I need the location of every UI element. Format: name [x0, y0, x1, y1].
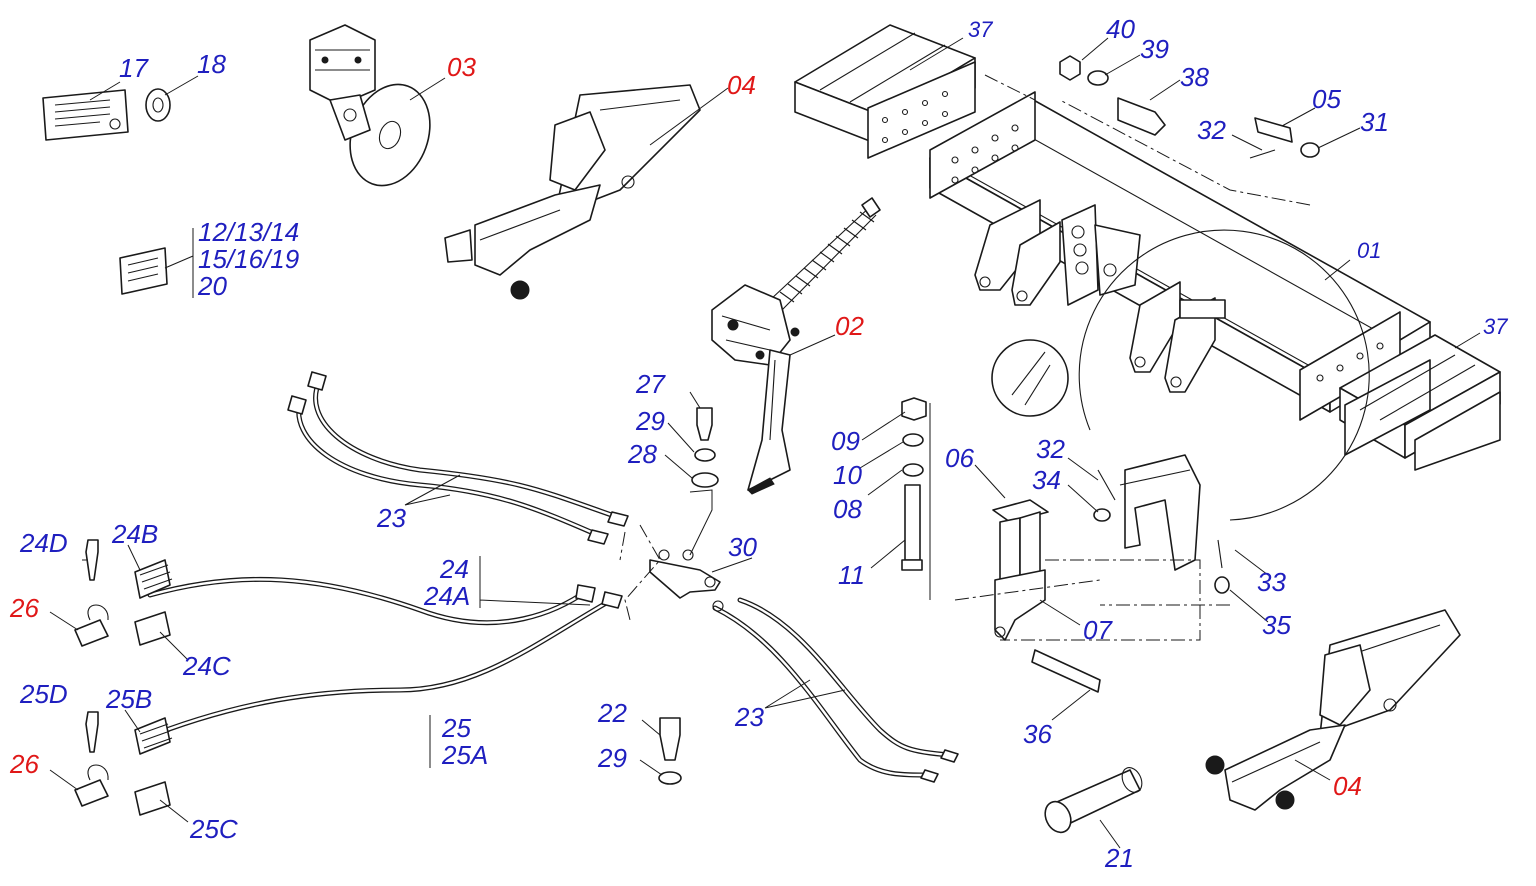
assembly-lines [619, 74, 1311, 641]
label-31: 31 [1360, 107, 1389, 137]
label-26-bottom: 26 [10, 749, 39, 779]
label-33: 33 [1257, 567, 1286, 597]
label-15-16-19: 15/16/19 [198, 244, 300, 274]
label-07: 07 [1083, 615, 1112, 645]
label-24a: 24A [424, 581, 471, 611]
label-01: 01 [1357, 238, 1382, 263]
label-27: 27 [636, 369, 665, 399]
label-05: 05 [1312, 84, 1341, 114]
label-24d: 24D [20, 528, 68, 558]
label-32-top: 32 [1197, 115, 1226, 145]
plugs-drawing [658, 407, 1143, 834]
label-24c: 24C [183, 651, 231, 681]
label-12-13-14: 12/13/14 [198, 217, 300, 247]
label-25a: 25A [442, 740, 489, 770]
label-34: 34 [1032, 465, 1061, 495]
label-35: 35 [1262, 610, 1291, 640]
label-29-bottom: 29 [598, 743, 627, 773]
label-21: 21 [1105, 843, 1134, 873]
label-25: 25 [442, 713, 471, 743]
end-bracket-right-drawing [1339, 334, 1501, 471]
label-25d: 25D [20, 679, 68, 709]
small-parts-top-left [42, 88, 171, 295]
label-37-left: 37 [968, 17, 993, 42]
pin-hardware-drawing [1059, 55, 1320, 159]
label-38: 38 [1180, 62, 1209, 92]
label-18: 18 [197, 49, 226, 79]
label-29-top: 29 [636, 406, 665, 436]
leader-lines [49, 37, 1481, 849]
label-39: 39 [1140, 34, 1169, 64]
label-23-bottom: 23 [735, 702, 764, 732]
label-36: 36 [1023, 719, 1052, 749]
label-37-right: 37 [1483, 314, 1508, 339]
label-02: 02 [835, 311, 864, 341]
label-22: 22 [598, 698, 627, 728]
post-hardware-drawing [901, 397, 1101, 693]
label-03: 03 [447, 52, 476, 82]
disc-assembly-drawing [309, 24, 431, 187]
label-32-detail: 32 [1036, 434, 1065, 464]
label-06: 06 [945, 443, 974, 473]
label-08: 08 [833, 494, 862, 524]
label-24: 24 [440, 554, 469, 584]
label-10: 10 [833, 460, 862, 490]
label-40: 40 [1106, 14, 1135, 44]
hydraulic-hoses-drawing [74, 371, 959, 816]
label-25c: 25C [190, 814, 238, 844]
label-20: 20 [198, 271, 227, 301]
label-26-top: 26 [10, 593, 39, 623]
label-04-bottom: 04 [1333, 771, 1362, 801]
label-11: 11 [838, 560, 865, 590]
label-09: 09 [831, 426, 860, 456]
label-23-top: 23 [377, 503, 406, 533]
label-25b: 25B [106, 684, 153, 714]
label-28: 28 [628, 439, 657, 469]
label-24b: 24B [112, 519, 159, 549]
label-17: 17 [119, 53, 148, 83]
arm-assembly-bottom-drawing [1205, 609, 1461, 811]
label-04-top: 04 [727, 70, 756, 100]
arm-assembly-top-drawing [444, 84, 701, 300]
main-frame-drawing [929, 91, 1431, 421]
label-30: 30 [728, 532, 757, 562]
tine-assembly-drawing [711, 197, 881, 495]
end-bracket-left-drawing [794, 24, 976, 159]
